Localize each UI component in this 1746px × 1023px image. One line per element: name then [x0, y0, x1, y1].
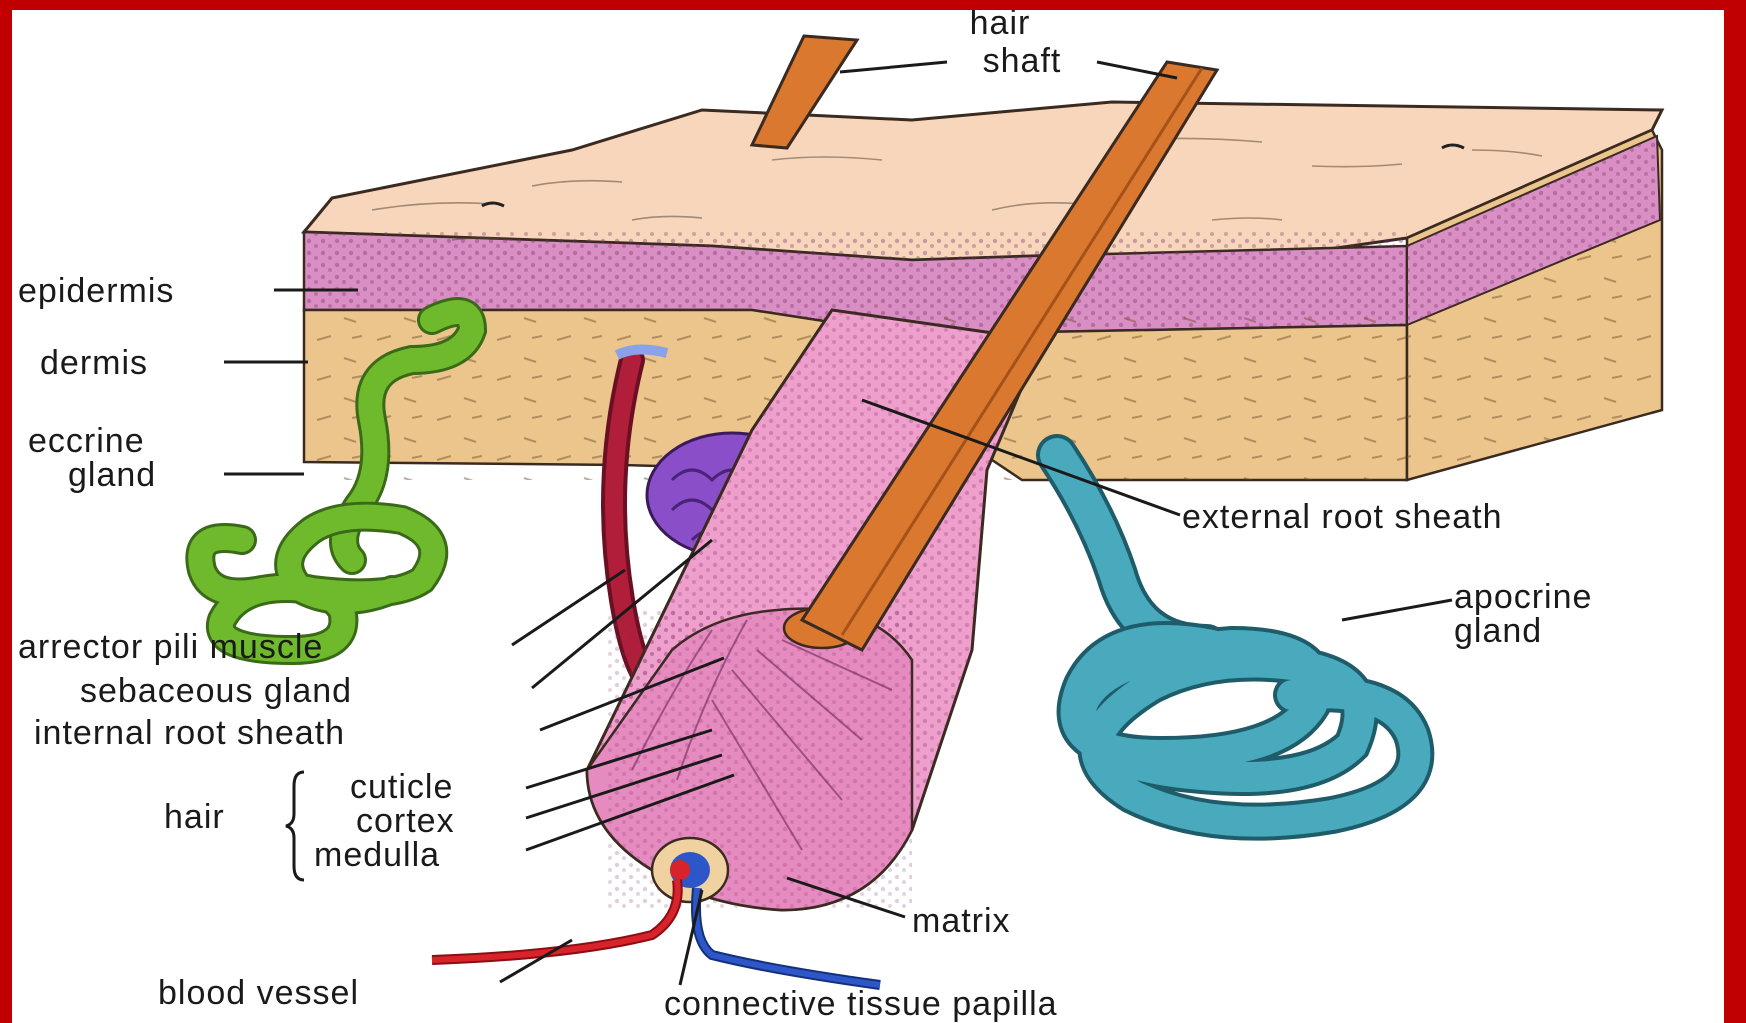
- label-cuticle: cuticle: [350, 768, 453, 806]
- label-hair-shaft-line1: hair: [970, 10, 1031, 42]
- label-hair: hair: [164, 798, 225, 836]
- label-matrix: matrix: [912, 902, 1011, 940]
- label-eccrine-gland-line2: gland: [68, 456, 156, 494]
- label-apocrine-gland-line1: apocrine: [1454, 578, 1592, 616]
- label-blood-vessel: blood vessel: [158, 974, 359, 1012]
- hair-follicle-diagram: hair shaft epidermis dermis eccrine glan…: [12, 10, 1724, 1023]
- label-internal-root-sheath: internal root sheath: [34, 714, 345, 752]
- label-epidermis: epidermis: [18, 272, 174, 310]
- label-medulla: medulla: [314, 836, 440, 874]
- label-connective-tissue-papilla: connective tissue papilla: [664, 985, 1058, 1023]
- label-hair-shaft-line2: shaft: [983, 42, 1062, 80]
- label-external-root-sheath: external root sheath: [1182, 498, 1503, 536]
- label-arrector-pili-muscle: arrector pili muscle: [18, 628, 323, 666]
- label-eccrine-gland-line1: eccrine: [28, 422, 145, 460]
- label-dermis: dermis: [40, 344, 148, 382]
- label-cortex: cortex: [356, 802, 455, 840]
- diagram-frame: hair shaft epidermis dermis eccrine glan…: [12, 10, 1724, 1023]
- label-sebaceous-gland: sebaceous gland: [80, 672, 352, 710]
- label-apocrine-gland-line2: gland: [1454, 612, 1542, 650]
